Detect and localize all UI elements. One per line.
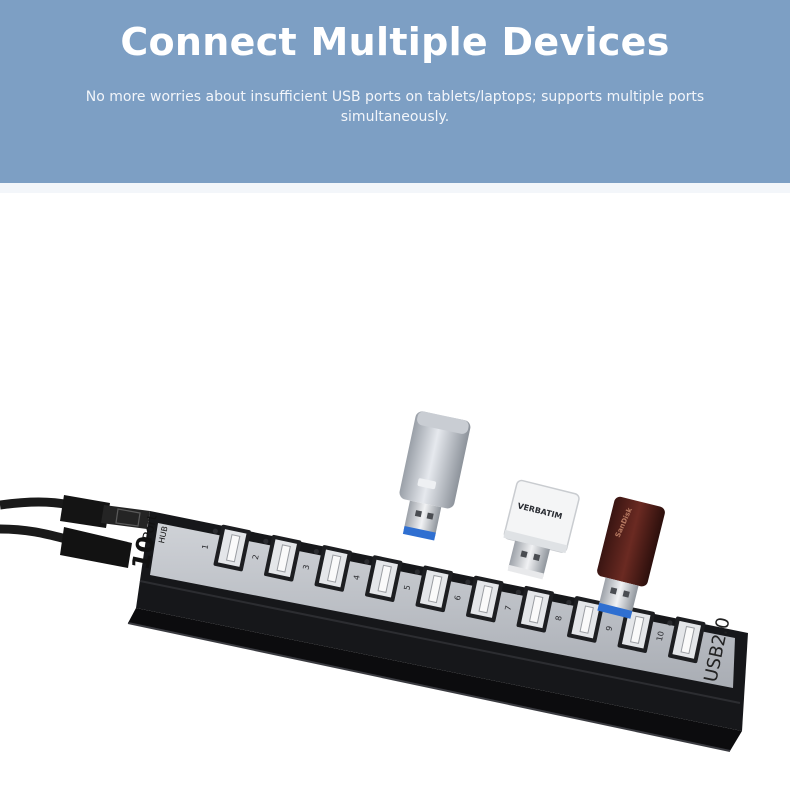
banner-title: Connect Multiple Devices xyxy=(120,20,670,64)
port-led-10 xyxy=(667,620,673,626)
port-led-3 xyxy=(313,548,319,555)
usb-port-8: 8 xyxy=(554,596,605,643)
red-flash-drive: SanDisk xyxy=(597,496,665,619)
port-led-6 xyxy=(465,579,471,585)
port-led-8 xyxy=(566,599,572,606)
port-led-4 xyxy=(364,559,370,565)
usb-port-6: 6 xyxy=(453,575,504,623)
power-cables xyxy=(0,495,150,568)
port-number-1: 1 xyxy=(200,543,210,550)
port-led-5 xyxy=(414,569,420,575)
hub-model-badge: 10 Port HUB xyxy=(126,514,169,573)
silver-flash-drive xyxy=(399,411,471,541)
usb-port-9: 9 xyxy=(604,606,655,653)
usb-port-1: 1 xyxy=(200,524,251,572)
banner-subtitle: No more worries about insufficient USB p… xyxy=(85,89,705,125)
usb-port-7: 7 xyxy=(503,585,554,633)
port-led-1 xyxy=(212,528,218,534)
badge-hub-text: HUB xyxy=(157,525,169,544)
usb-port-4: 4 xyxy=(352,555,403,602)
badge-port-text: Port xyxy=(141,514,161,542)
port-number-4: 4 xyxy=(352,574,362,581)
usb-port-3: 3 xyxy=(301,545,352,592)
usb-port-5: 5 xyxy=(402,565,453,613)
white-card-reader: VERBATIM xyxy=(503,479,580,580)
port-number-10: 10 xyxy=(655,630,666,642)
port-number-5: 5 xyxy=(402,584,412,591)
port-number-7: 7 xyxy=(503,605,513,612)
usb-port-10: 10 xyxy=(655,616,706,664)
port-number-9: 9 xyxy=(604,625,614,632)
port-number-6: 6 xyxy=(453,594,463,601)
banner-shadow xyxy=(0,183,790,193)
usb-port-row: 1 2 3 4 5 6 7 8 9 10 xyxy=(200,524,706,664)
port-led-2 xyxy=(263,538,269,544)
usb-port-2: 2 xyxy=(251,534,302,582)
port-number-3: 3 xyxy=(301,564,311,571)
badge-number: 10 xyxy=(126,534,160,572)
header-banner: Connect Multiple Devices No more worries… xyxy=(0,0,790,183)
port-number-2: 2 xyxy=(251,554,261,561)
port-number-8: 8 xyxy=(554,615,564,622)
port-led-7 xyxy=(515,589,521,595)
